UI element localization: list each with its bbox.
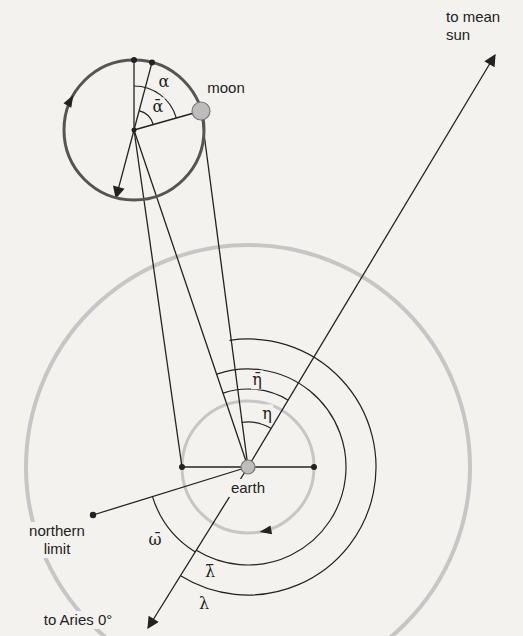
direction-label: to Aries 0° [42,611,115,629]
body-label: moon [205,79,247,97]
dot [132,128,137,133]
direction-arrowhead [259,525,272,534]
small-circle [182,401,314,533]
epicycle-circle [64,60,204,200]
moon-radius-line [134,111,201,130]
angle-label: α [158,72,171,91]
angle-arc [223,389,288,400]
reference-line [133,60,134,130]
angle-arc [196,369,346,565]
dot [179,464,185,470]
deferent-circle [26,245,470,636]
angle-label: ω̄ [147,530,162,549]
angle-arcs [134,86,376,595]
angle-label: η̄ [251,370,263,389]
dot [311,464,317,470]
angle-arc [181,339,376,595]
point-label: northern limit [20,522,94,558]
moon-disc [192,102,210,120]
direction-label: to mean sun [444,8,512,44]
mean-sun-line [248,55,495,467]
angle-label: λ̄ [204,562,216,581]
apogee-line [134,62,152,130]
angle-label: λ [198,594,210,613]
dot [90,512,96,518]
center-line [134,130,182,467]
moon-line [201,111,248,467]
body-label: earth [229,479,267,497]
circle-arrows [63,95,272,534]
angle-label: η [261,404,273,423]
northern-limit-line [93,467,248,515]
epicycle-center-line [134,130,248,467]
dot [131,57,137,63]
dot [149,59,155,65]
angle-label: ᾱ [152,97,165,116]
epicycle-arrow-line [116,130,134,198]
earth-disc [241,460,255,474]
direction-arrowhead [63,95,73,108]
